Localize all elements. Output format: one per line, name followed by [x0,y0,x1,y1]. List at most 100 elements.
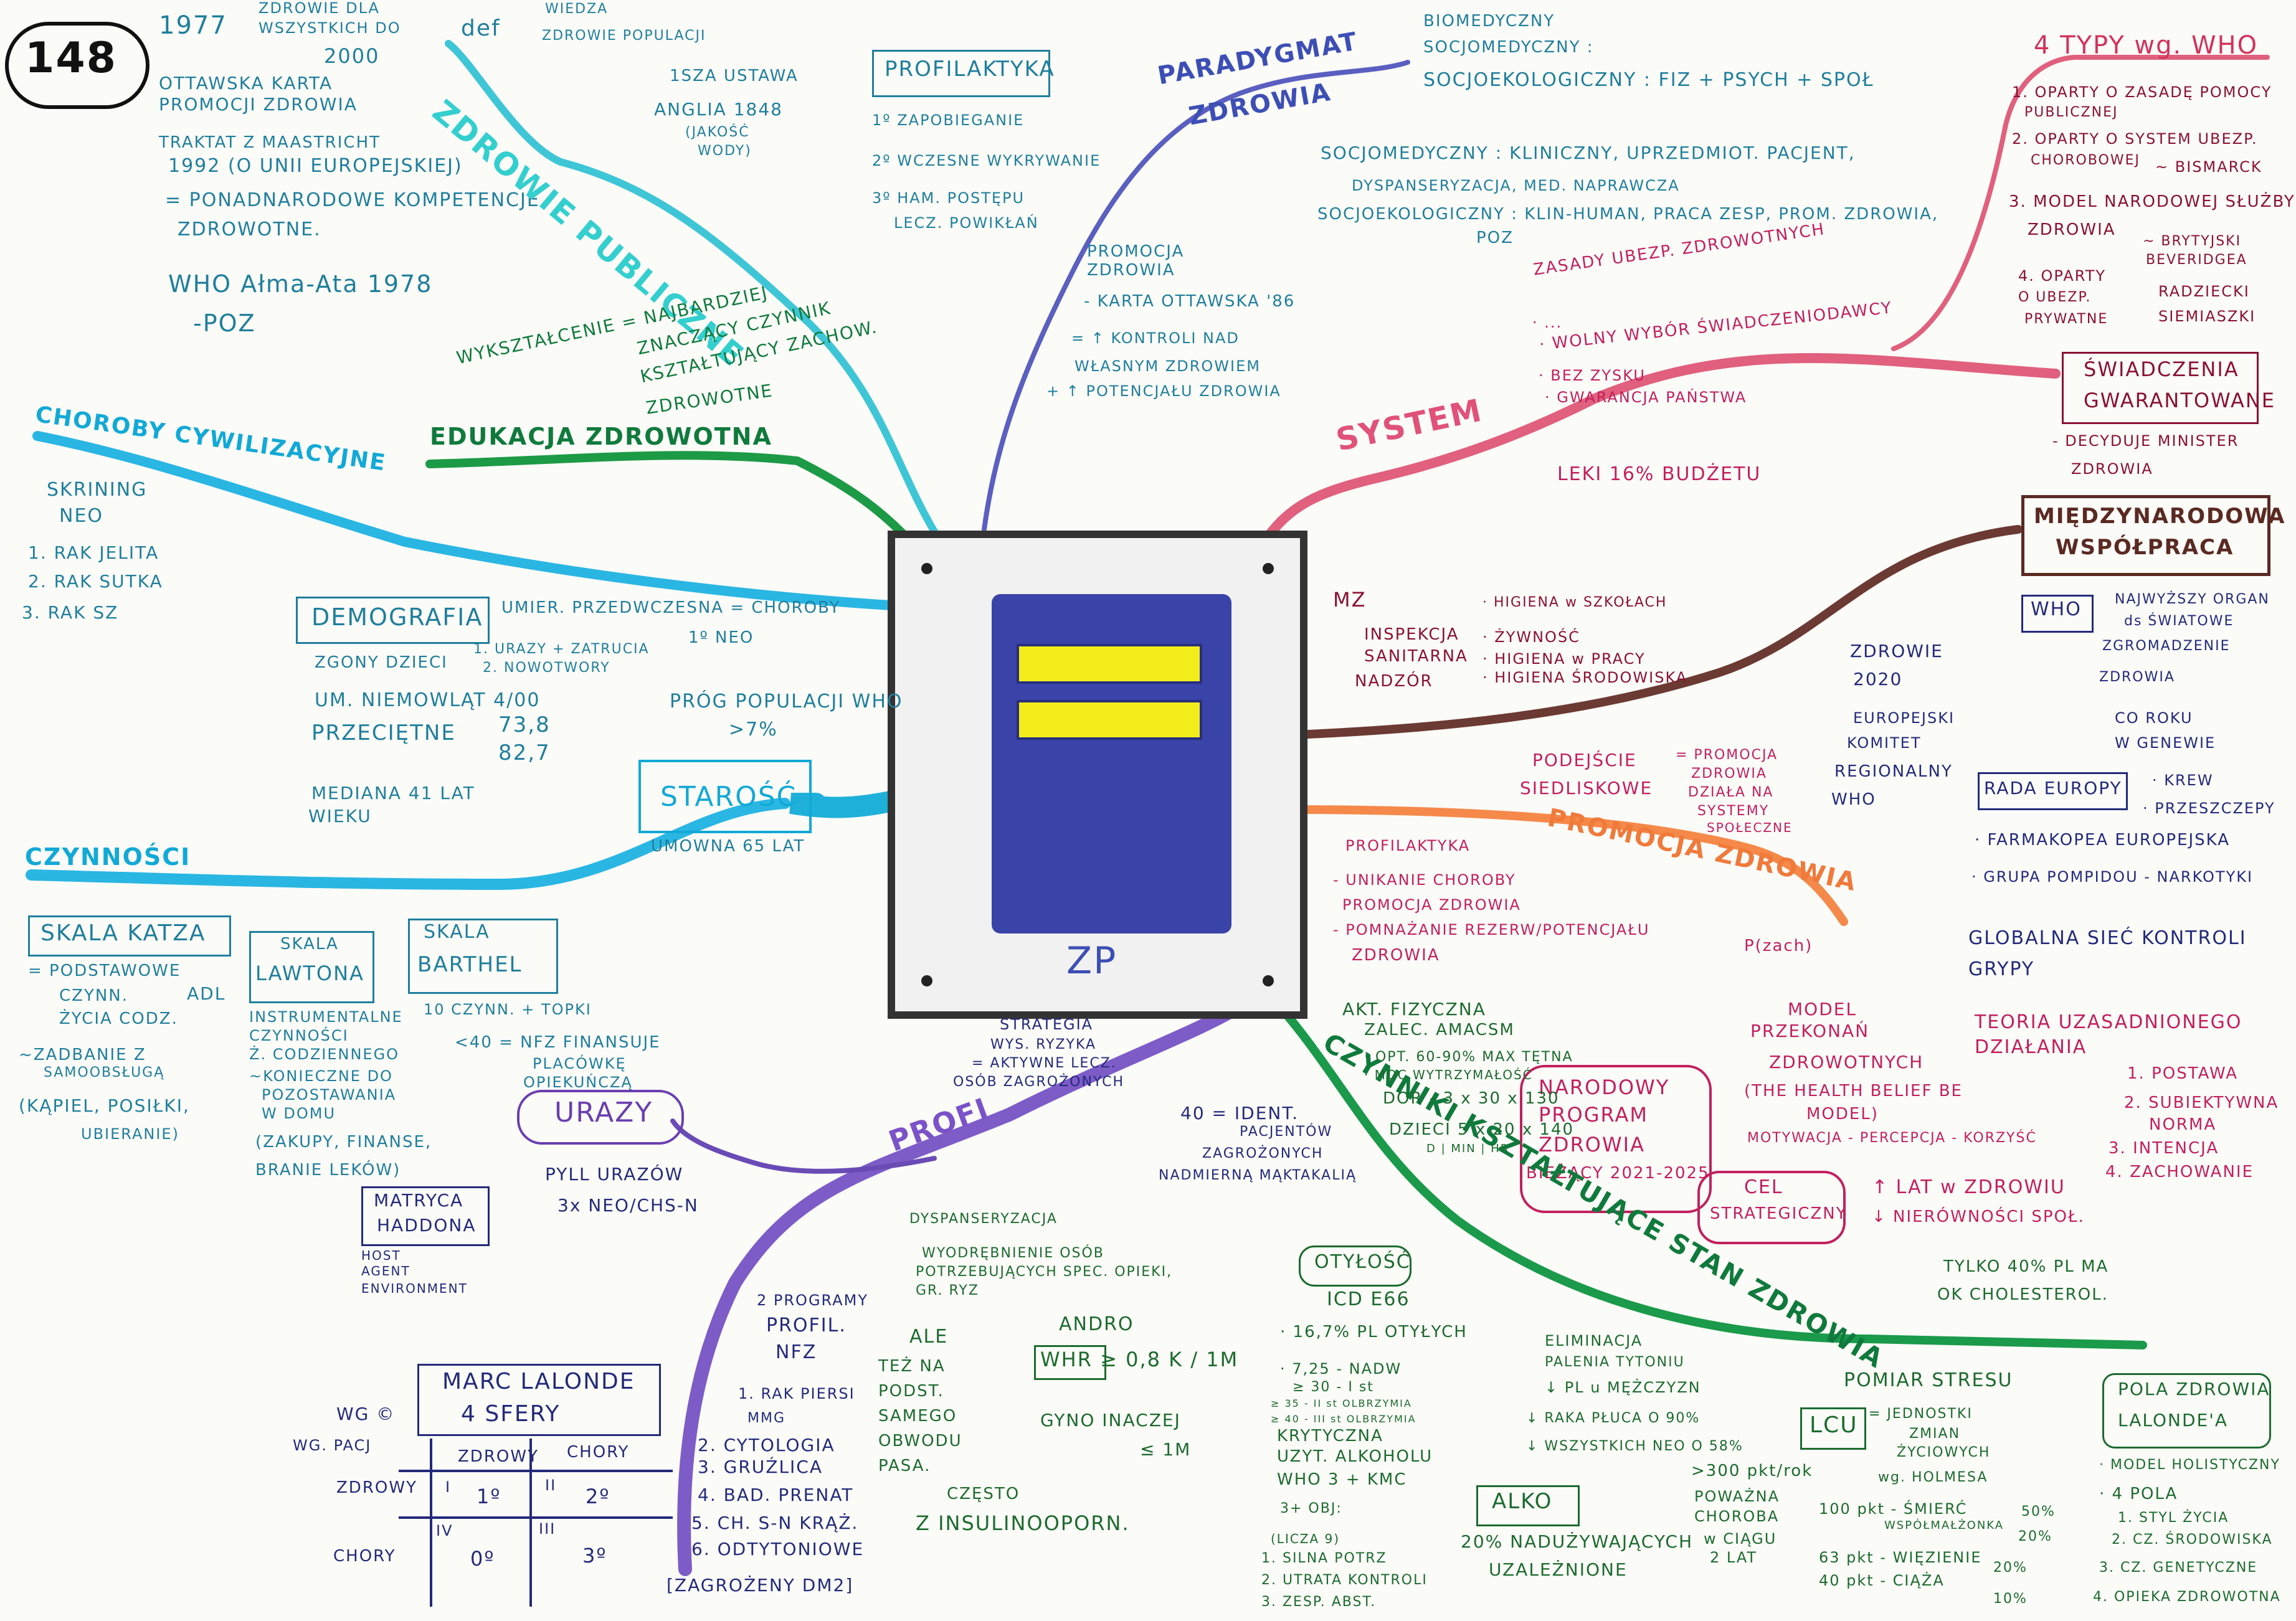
czynniki-lcu-text: ŻYCIOWYCH [1897,1445,1991,1460]
wsp-rada: RADA EUROPY [1984,778,2122,798]
system-typy: ~ BISMARCK [2155,158,2262,176]
matryca-item: ENVIRONMENT [361,1281,468,1296]
lalonde-row: CHORY [333,1547,396,1566]
history-1992: 1992 (O UNII EUROPEJSKIEJ) [168,155,463,177]
matryca-item: HOST [361,1248,401,1263]
promocja-model: MODEL) [1806,1105,1879,1123]
system-typy: 2. OPARTY O SYSTEM UBEZP. [2012,130,2258,148]
czynniki-otyl-item: ≥ 35 - II st OLBRZYMIA [1271,1397,1412,1409]
zp-def: def [461,16,501,41]
czynniki-alko: ALKO [1492,1489,1553,1514]
czynniki-pola: POLA ZDROWIA [2118,1379,2270,1399]
czynniki-alko-text: 20% NADUŻYWAJĄCYCH [1461,1531,1694,1552]
czynniki-otylosc: OTYŁOŚĆ [1314,1251,1411,1273]
czynniki-crit-item: 2. UTRATA KONTROLI [1261,1572,1428,1588]
npz-box [1520,1065,1712,1213]
czynniki-krytyczna: WHO 3 + KMC [1277,1470,1407,1489]
czynniki-crit-item: (LICZA 9) [1271,1531,1340,1546]
center-bar-1 [1017,644,1202,684]
barthel-box [408,919,558,994]
paradygmat-type: SOCJOMEDYCZNY : [1423,38,1594,57]
demografia-umier: UMIER. PRZEDWCZESNA = CHOROBY [501,598,841,617]
npz-label: NARODOWY [1539,1075,1670,1099]
zp-law: (JAKOŚĆ [685,125,750,140]
choroby-skrining: NEO [59,505,104,527]
zp-def-item: ZDROWIE POPULACJI [542,28,706,44]
system-zasady-item: · BEZ ZYSKU [1539,367,1646,384]
czynniki-pola-list: 4. OPIEKA ZDROWOTNA [2093,1589,2281,1605]
czynniki-pomiar: POMIAR STRESU [1844,1369,2013,1391]
system-typy: ZDROWIA [2028,220,2116,239]
promocja-profilaktyka: PROFILAKTYKA [1345,837,1471,854]
branch-choroby [32,431,927,612]
wsp-co-roku: W GENEWIE [2115,734,2216,752]
branch-czynniki [1266,992,2147,1349]
starosc-label: STAROŚĆ [660,781,797,813]
profi-czesto: CZĘSTO [947,1485,1020,1503]
lalonde-grid-h1 [399,1470,673,1472]
profi-czesto: Z INSULINOOPORN. [916,1511,1130,1535]
history-ottawa: PROMOCJI ZDROWIA [159,94,358,115]
zp-law: WODY) [698,143,752,159]
promocja-teoria: DZIAŁANIA [1975,1036,2087,1058]
swiadczenia-box [2062,352,2259,424]
wsp-co-roku: CO ROKU [2115,709,2193,727]
system-typy: 1. OPARTY O ZASADĘ POMOCY [2012,83,2272,101]
demografia-wiek-k: 82,7 [498,740,551,765]
wsp-who-desc: ds ŚWIATOWE [2124,613,2234,629]
profilaktyka-karta: - KARTA OTTAWSKA '86 [1084,292,1296,311]
czynniki-otyl-item: · 7,25 - NADW [1280,1360,1402,1378]
profi-dysp-text: GR. RYZ [916,1283,979,1298]
center-dot [1263,563,1274,574]
wsp-rada-box [1978,772,2128,810]
promocja-teoria-item: NORMA [2149,1115,2217,1134]
czynniki-crit-item: 1. SILNA POTRZ [1261,1551,1387,1566]
branch-paradygmat [982,60,1410,532]
history-1977-line: ZDROWIE DLA [259,0,380,17]
system-decyduje: ZDROWIA [2071,460,2153,478]
lalonde-row: ZDROWY [336,1478,417,1497]
czynniki-akt-text: DZIECI 5 x 20 x 140 [1389,1120,1575,1139]
system-typy: PUBLICZNEJ [2024,105,2118,120]
profilaktyka-label: PROFILAKTYKA [885,57,1055,82]
cel-label: CEL [1744,1176,1783,1198]
czynniki-pola-item: · MODEL HOLISTYCZNY [2099,1457,2280,1473]
promocja-podejscie-text: SYSTEMY [1697,803,1770,819]
profi-strategia: STRATEGIA [1000,1016,1094,1033]
profi-ident: 40 = IDENT. [1180,1103,1299,1123]
profi-nfz-item: MMG [747,1411,786,1426]
wsp-komitet: WHO [1831,790,1876,809]
matryca-item: AGENT [361,1264,410,1278]
lawtona-label: LAWTONA [255,962,364,985]
profi-gyno: GYNO INACZEJ [1040,1410,1181,1430]
czynniki-stres-item: 40 pkt - CIĄŻA [1819,1572,1945,1589]
lalonde-cell: II [545,1477,557,1494]
cel-item: ↑ LAT w ZDROWIU [1872,1176,2066,1198]
lalonde-col: CHORY [567,1443,630,1462]
czynniki-stres-item: >300 pkt/rok [1691,1462,1813,1480]
choroby-list: 3. RAK SZ [22,602,119,623]
katza-text: CZYNN. [59,986,129,1005]
system-typy: BEVERIDGEA [2146,252,2247,268]
page-number-badge [5,22,149,109]
czynniki-icd: ICD E66 [1327,1288,1410,1310]
lalonde-title-box [417,1364,661,1436]
profi-whr-box [1034,1345,1106,1380]
system-zasady-item: · GWARANCJA PAŃSTWA [1545,389,1747,406]
otylosc-box [1299,1245,1411,1287]
czynniki-lcu: LCU [1810,1412,1858,1438]
czynniki-krytyczna: KRYTYCZNA [1277,1427,1383,1445]
czynniki-pola: LALONDE'A [2118,1410,2229,1430]
profilaktyka-box [872,50,1050,97]
profi-nfz-title: PROFIL. [766,1315,847,1336]
cel-label: STRATEGICZNY [1710,1204,1848,1223]
profi-dysp-text: WYODRĘBNIENIE OSÓB [922,1245,1104,1261]
czynniki-pola-pct: 20% [2018,1529,2052,1544]
profi-ale: OBWODU [878,1432,962,1450]
center-bar-2 [1017,700,1202,740]
barthel-text: PLACÓWKĘ [533,1055,627,1072]
npz-label: BIEŻĄCY 2021-2025 [1526,1164,1710,1183]
branch-system [1259,353,2061,547]
wsp-komitet: EUROPEJSKI [1853,709,1955,727]
czynniki-akt-text: ZALEC. AMACSM [1364,1021,1515,1039]
